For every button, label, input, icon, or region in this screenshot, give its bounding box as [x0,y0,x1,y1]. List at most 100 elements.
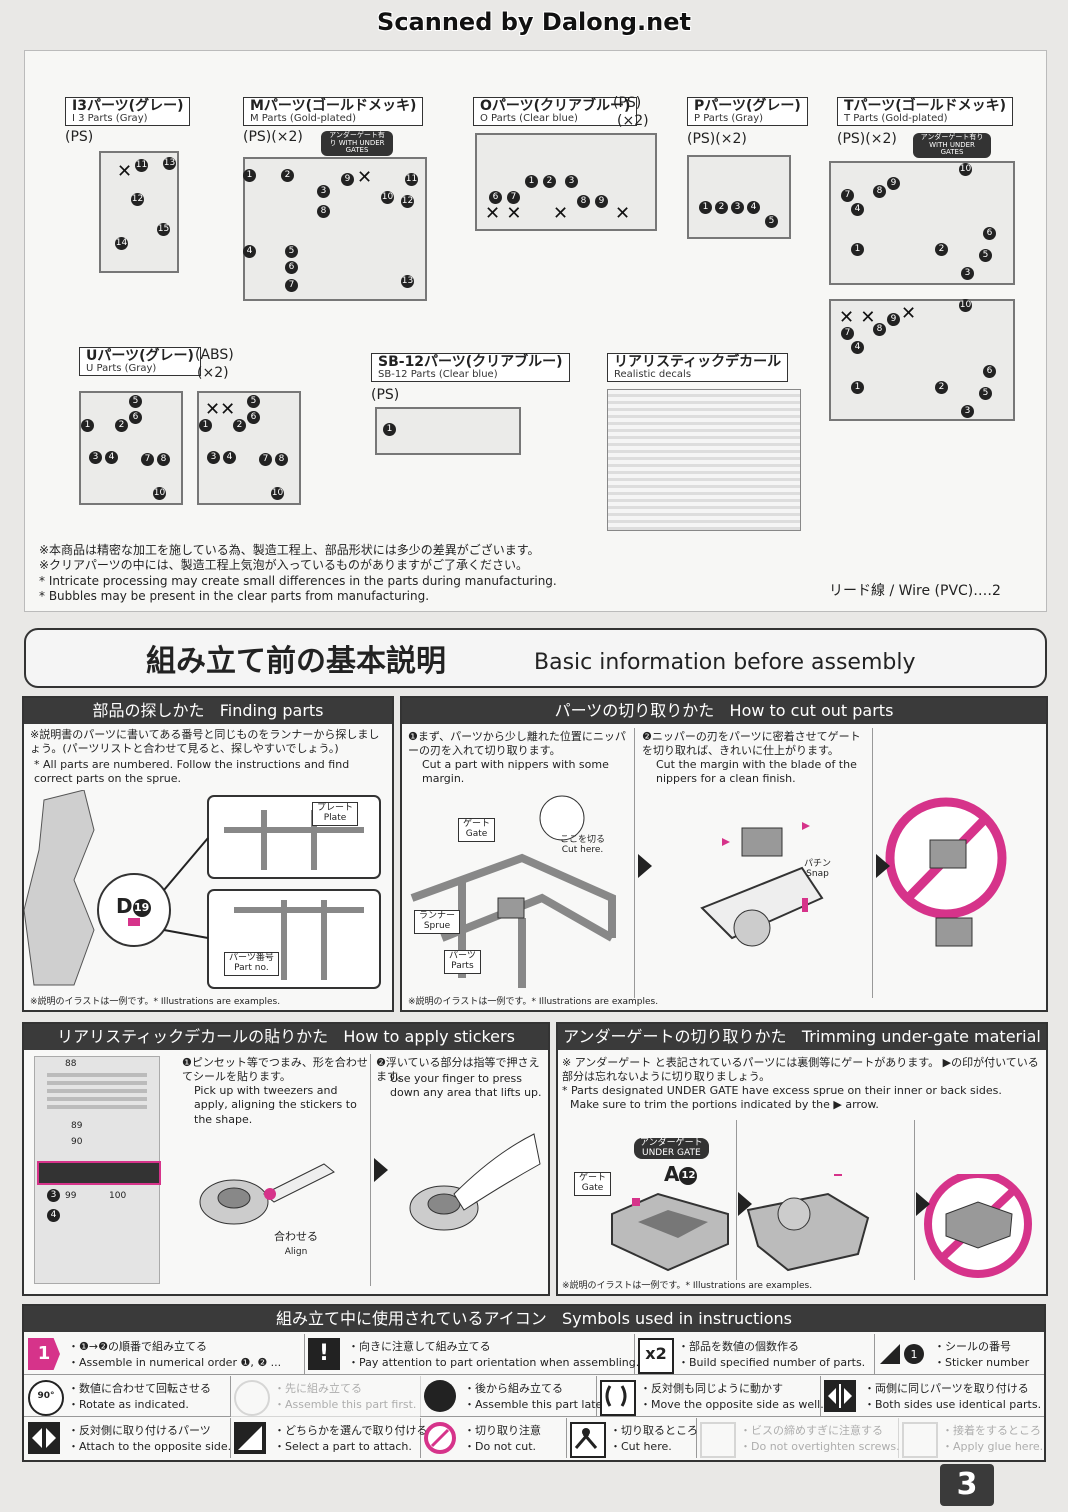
gate-jp: ゲート [463,819,491,829]
title-en: How to apply stickers [343,1027,515,1046]
title-jp: リアリスティックデカールの貼りかた [57,1027,329,1046]
x-mark-icon: ✕ ✕ [839,307,876,328]
symbol-en: ・Cut here. [610,1440,672,1453]
symbol-en: ・Attach to the opposite side. [68,1440,232,1453]
symbol-jp: ・切り取るところ [610,1424,698,1437]
gate-en: Gate [581,1182,604,1193]
part-number: 2 [115,419,128,432]
part-number: 7 [841,189,854,202]
part-number: 4 [851,203,864,216]
divider [370,1054,371,1286]
part-number: 8 [275,453,288,466]
under-gate-box: アンダーゲートの切り取りかた Trimming under-gate mater… [556,1022,1048,1296]
sticker-sheet-image: 88 89 90 91 3 99 100 4 [34,1056,161,1284]
symbol-select-part: ・どちらかを選んで取り付ける ・Select a part to attach. [230,1418,427,1458]
symbol-screws: ・ビスの締めすぎに注意する ・Do not overtighten screws… [696,1418,900,1458]
part-number: 7 [141,453,154,466]
symbol-jp: ・部品を数値の個数作る [678,1340,799,1353]
sticker-illustration [199,1133,541,1231]
parts-note-1: ※本商品は精密な加工を施している為、製造工程上、部品形状には多少の差異がございま… [39,543,540,557]
part-number: 13 [163,157,176,170]
part-label-en: I 3 Parts (Gray) [72,112,148,124]
symbol-jp: ・接着をするところ [942,1424,1041,1437]
symbol-en: ・Apply glue here. [942,1440,1044,1453]
basic-info-title-jp: 組み立て前の基本説明 [146,644,446,679]
part-number: 9 [595,195,608,208]
part-number: 3 [565,175,578,188]
symbol-both-sides: ・両側に同じパーツを取り付ける ・Both sides use identica… [820,1376,1044,1417]
x-mark-icon: ✕ [357,167,373,188]
part-material: (PS) [613,95,642,111]
part-number: 7 [285,279,298,292]
move-opposite-icon [600,1380,636,1416]
part-number: 1 [699,201,712,214]
both-sides-icon [824,1380,856,1412]
symbol-multiple: x2 ・部品を数値の個数作る ・Build specified number o… [634,1334,875,1375]
part-multiplier: (×2) [197,365,229,381]
stickers-box: リアリスティックデカールの貼りかた How to apply stickers … [22,1022,550,1296]
screw-icon [700,1422,736,1458]
select-part-icon [234,1422,266,1454]
under-gate-title: アンダーゲートの切り取りかた Trimming under-gate mater… [558,1024,1046,1050]
part-number: 5 [129,395,142,408]
symbol-do-not-cut: ・切り取り注意 ・Do not cut. [420,1418,567,1458]
part-label-jp: Tパーツ(ゴールドメッキ) [844,98,1007,114]
parts-en: Parts [451,960,474,971]
symbol-en: ・Rotate as indicated. [68,1398,189,1411]
part-number: 1 [199,419,212,432]
divider [634,728,635,998]
align-jp: 合わせる [274,1230,318,1243]
under-gate-footnote: ※説明のイラストは一例です。* Illustrations are exampl… [562,1281,813,1291]
symbol-jp: ・反対側も同じように動かす [640,1382,783,1395]
sprue-m: 1 2 3 9 10 11 12 4 5 6 7 8 13 ✕ [243,157,427,301]
part-number: 1 [525,175,538,188]
symbol-en: ・Do not cut. [464,1440,537,1453]
attach-opposite-icon [28,1422,60,1454]
part-number: 13 [401,275,414,288]
part-number: 1 [383,423,396,436]
symbol-assemble-first: ・先に組み立てる ・Assemble this part first. [230,1376,421,1417]
part-material: (PS)(×2) [837,131,897,147]
part-number: 6 [489,191,502,204]
cut-en: Cut here. [561,844,604,855]
cutting-footnote: ※説明のイラストは一例です。* Illustrations are exampl… [408,997,659,1007]
title-en: Finding parts [219,701,324,720]
step-arrow-icon [638,854,652,878]
symbol-en: ・Both sides use identical parts. [864,1398,1042,1411]
part-number: 6 [129,411,142,424]
symbol-jp: ・数値に合わせて回転させる [68,1382,211,1395]
part-label-t: Tパーツ(ゴールドメッキ) T Parts (Gold-plated) [837,97,1014,127]
part-label-o: Oパーツ(クリアブルー) O Parts (Clear blue) [473,97,638,127]
parts-note-2: ※クリアパーツの中には、製造工程上気泡が入っているものがありますがご了承ください… [39,558,528,572]
part-number: 1 [851,243,864,256]
part-number: 12 [131,193,144,206]
part-label-decal: リアリスティックデカール Realistic decals [607,353,789,383]
badge-en: UNDER GATE [641,1148,701,1159]
part-label-en: P Parts (Gray) [694,112,764,124]
part-number: 1 [81,419,94,432]
sprue-o: 1 2 3 6 7 8 9 ✕ ✕ ✕ ✕ [475,133,657,231]
part-label-en: Realistic decals [614,368,692,380]
part-number: 4 [851,341,864,354]
symbol-attach-opposite: ・反対側に取り付けるパーツ ・Attach to the opposite si… [24,1418,231,1458]
cutting-parts-box: パーツの切り取りかた How to cut out parts ❶まず、パーツか… [400,696,1048,1012]
selected-sticker [37,1161,161,1185]
x-mark-icon: ✕ ✕ [485,203,522,224]
part-number: 2 [281,169,294,182]
x-mark-icon: ✕ [117,161,133,182]
step-arrow-icon [916,1192,930,1216]
sticker-step1-jp: ❶ピンセット等でつまみ、形を合わせてシールを貼ります。 [182,1056,368,1084]
divider [914,1120,915,1280]
plate-jp: プレート [317,803,354,813]
part-material: (PS)(×2) [243,129,303,145]
part-multiplier: (×2) [617,113,649,129]
part-number: 9 [887,177,900,190]
glue-icon [902,1422,938,1458]
under-gate-en-text-1: * Parts designated UNDER GATE have exces… [562,1084,1002,1097]
